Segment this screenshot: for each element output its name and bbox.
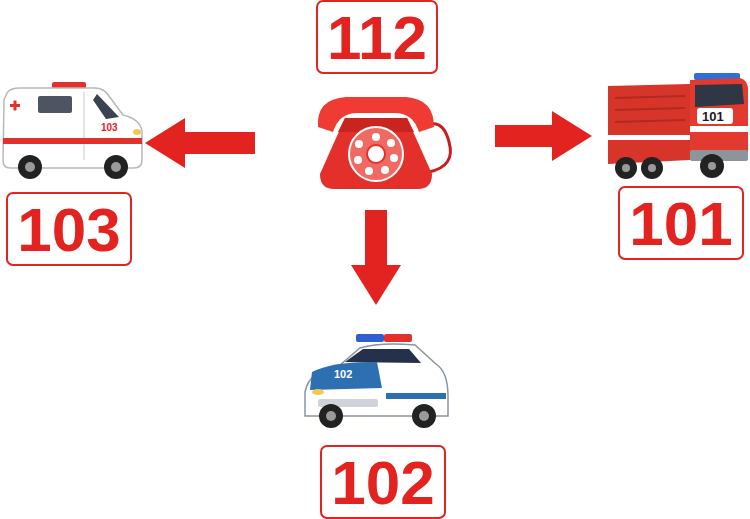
police-car-illustration	[386, 393, 446, 399]
police-car-illustration	[419, 411, 429, 421]
fire-truck-illustration	[648, 164, 656, 172]
telephone-icon	[381, 166, 389, 174]
ambulance-illustration	[111, 162, 121, 172]
fire-truck-illustration	[615, 120, 685, 122]
emergency-number: 101	[629, 191, 732, 256]
emergency-number: 103	[17, 197, 120, 262]
fire-truck-illustration	[695, 84, 744, 107]
police-car-illustration	[412, 404, 436, 428]
number-group: 101	[592, 55, 750, 265]
telephone-icon	[387, 139, 395, 147]
fire-truck-illustration	[700, 154, 724, 178]
red-arrow	[495, 111, 592, 161]
ambulance-illustration	[104, 155, 128, 179]
fire-truck-illustration	[615, 96, 685, 98]
ambulance-illustration	[93, 94, 119, 119]
fire-truck-illustration	[690, 126, 748, 132]
vehicle-number: 101	[702, 110, 724, 123]
ambulance-illustration	[3, 88, 142, 168]
ambulance-illustration	[3, 82, 142, 179]
fire-truck-illustration	[641, 157, 663, 179]
ambulance-illustration	[84, 92, 85, 160]
police-car-illustration	[312, 389, 324, 395]
police-car-illustration	[326, 411, 336, 421]
emergency-number: 102	[331, 450, 434, 515]
police-car-illustration	[319, 404, 343, 428]
telephone-icon	[390, 154, 398, 162]
number-box: 102	[320, 445, 445, 519]
fire-truck-illustration	[608, 135, 690, 140]
ambulance-illustration	[3, 138, 142, 144]
red-arrow	[351, 210, 401, 305]
telephone-icon	[320, 118, 432, 189]
telephone-icon	[365, 167, 373, 175]
police-car-illustration	[384, 334, 412, 342]
number-group: 112	[255, 0, 495, 210]
fire-truck-illustration	[708, 162, 716, 170]
police-car-illustration	[310, 362, 382, 390]
ambulance-illustration	[133, 129, 141, 135]
number-box: 112	[316, 0, 438, 74]
number-box: 101	[618, 186, 743, 260]
telephone-icon	[429, 124, 450, 172]
telephone-icon	[349, 127, 403, 181]
fire-truck-illustration	[608, 73, 748, 179]
number-box: 103	[6, 192, 131, 266]
telephone-icon	[354, 156, 362, 164]
fire-truck-illustration	[608, 84, 690, 164]
ambulance-illustration	[25, 162, 35, 172]
telephone-icon	[372, 133, 380, 141]
fire-truck-illustration	[690, 78, 748, 156]
red-arrow	[145, 118, 255, 168]
telephone-icon	[367, 145, 385, 163]
number-group: 103	[0, 80, 145, 275]
telephone-icon	[355, 140, 363, 148]
emergency-number: 112	[327, 5, 427, 70]
vehicle-number: 102	[334, 369, 352, 380]
ambulance-illustration	[14, 101, 17, 111]
fire-truck-illustration	[622, 164, 630, 172]
police-car-illustration	[356, 334, 384, 342]
telephone-icon	[318, 97, 451, 189]
vehicle-number: 103	[101, 123, 118, 133]
police-car-illustration	[345, 349, 421, 363]
ambulance-illustration	[38, 96, 72, 113]
number-group: 102	[295, 305, 460, 519]
fire-truck-illustration	[615, 108, 685, 110]
police-car-illustration	[305, 334, 448, 428]
fire-truck-illustration	[697, 108, 733, 124]
ambulance-illustration	[18, 155, 42, 179]
fire-truck-illustration	[615, 157, 637, 179]
